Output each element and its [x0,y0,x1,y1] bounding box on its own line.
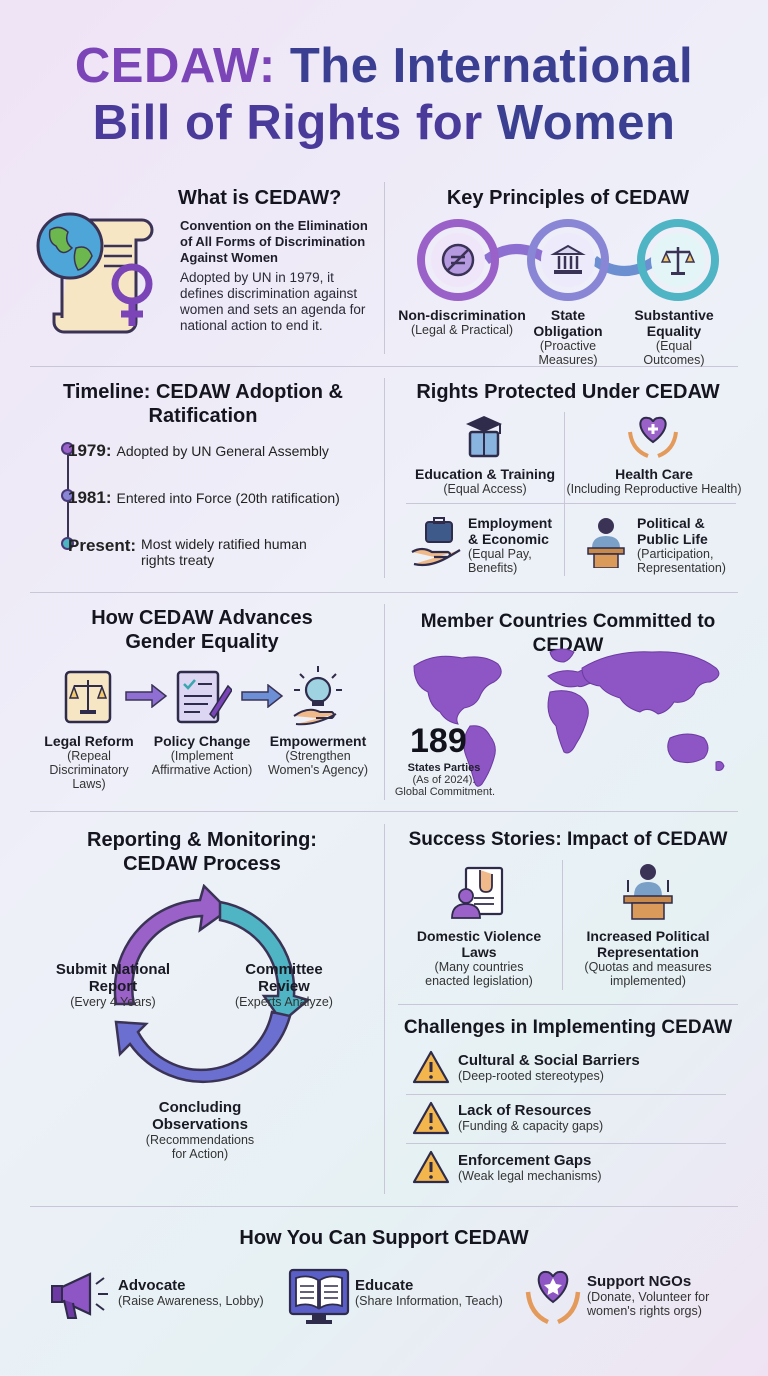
globe-scroll-icon [32,208,168,336]
principle-non-discrimination: Non-discrimination (Legal & Practical) [398,307,526,337]
policy-document-pen-icon [174,668,232,726]
advance-policy-change: Policy Change (Implement Affirmative Act… [151,733,253,777]
support-heading: How You Can Support CEDAW [239,1227,529,1249]
podium-speaker-icon [580,514,632,568]
megaphone-icon [50,1270,112,1324]
timeline-heading: Timeline: CEDAW Adoption & Ratification [63,381,343,427]
world-map [400,644,740,796]
warning-icon-2 [412,1101,450,1135]
star-heart-hands-icon [524,1266,582,1326]
graduation-cap-book-icon [460,412,508,460]
right-employment: Employment & Economic (Equal Pay, Benefi… [468,515,553,575]
timeline-item-1981: 1981:Entered into Force (20th ratificati… [68,488,340,507]
success-heading: Success Stories: Impact of CEDAW [408,829,728,850]
legal-scroll-scale-icon [60,668,116,726]
what-heading: What is CEDAW? [178,187,342,209]
challenge-enforcement-gaps: Enforcement Gaps (Weak legal mechanisms) [458,1152,602,1184]
cycle-arrows-diagram [100,884,310,1094]
advance-empowerment: Empowerment (Strengthen Women's Agency) [267,733,369,777]
advances-heading: How CEDAW Advances Gender Equality [91,607,313,653]
right-health-care: Health Care (Including Reproductive Heal… [566,466,742,496]
reporting-heading: Reporting & Monitoring: CEDAW Process [87,829,317,875]
briefcase-hand-icon [410,516,464,568]
support-advocate: Advocate (Raise Awareness, Lobby) [118,1277,264,1309]
support-educate: Educate (Share Information, Teach) [355,1277,503,1309]
right-education: Education & Training (Equal Access) [414,466,555,496]
step-concluding-observations: Concluding Observations (Recommendations… [145,1099,255,1161]
heart-hands-icon [626,412,680,460]
principles-heading: Key Principles of CEDAW [446,187,690,209]
step-committee-review: Committee Review (Experts Analyze) [235,961,333,1009]
timeline-item-1979: 1979:Adopted by UN General Assembly [68,441,329,460]
warning-icon [412,1050,450,1084]
success-political-representation: Increased Political Representation (Quot… [584,928,712,988]
states-parties-label: States Parties [407,762,481,774]
principle-state-obligation: State Obligation (Proactive Measures) [533,307,603,367]
arrow-right-icon [124,684,168,708]
lightbulb-hand-icon [290,664,346,726]
podium-speaker-icon-2 [620,860,676,920]
warning-icon-3 [412,1150,450,1184]
arrow-right-icon-2 [240,684,284,708]
states-parties-count: 189 [410,722,467,760]
no-discrimination-icon [440,242,476,278]
states-parties-note: (As of 2024). [412,774,476,786]
raised-hand-document-icon [450,862,508,920]
support-ngos: Support NGOs (Donate, Volunteer for wome… [587,1273,710,1319]
right-political-life: Political & Public Life (Participation, … [637,515,726,575]
principle-substantive-equality: Substantive Equality (Equal Outcomes) [634,307,714,367]
success-domestic-violence: Domestic Violence Laws (Many countries e… [416,928,542,988]
page-title: CEDAW: The International Bill of Rights … [74,39,694,150]
challenges-heading: Challenges in Implementing CEDAW [403,1017,733,1038]
global-commitment: Global Commitment. [394,786,496,798]
rights-heading: Rights Protected Under CEDAW [416,381,720,403]
challenge-lack-of-resources: Lack of Resources (Funding & capacity ga… [458,1102,604,1134]
government-building-icon [550,242,586,278]
timeline-item-present: Present:Most widely ratified human right… [68,536,307,568]
what-body: Adopted by UN in 1979, it defines discri… [180,270,366,333]
open-book-monitor-icon [288,1268,350,1326]
challenge-cultural-barriers: Cultural & Social Barriers (Deep-rooted … [458,1052,640,1084]
step-submit-report: Submit National Report (Every 4 Years) [55,961,171,1009]
balance-scale-icon [660,242,696,278]
advance-legal-reform: Legal Reform (Repeal Discriminatory Laws… [44,733,134,791]
what-subtitle: Convention on the Elimination of All For… [180,218,368,265]
members-heading: Member Countries Committed to CEDAW [420,611,716,656]
